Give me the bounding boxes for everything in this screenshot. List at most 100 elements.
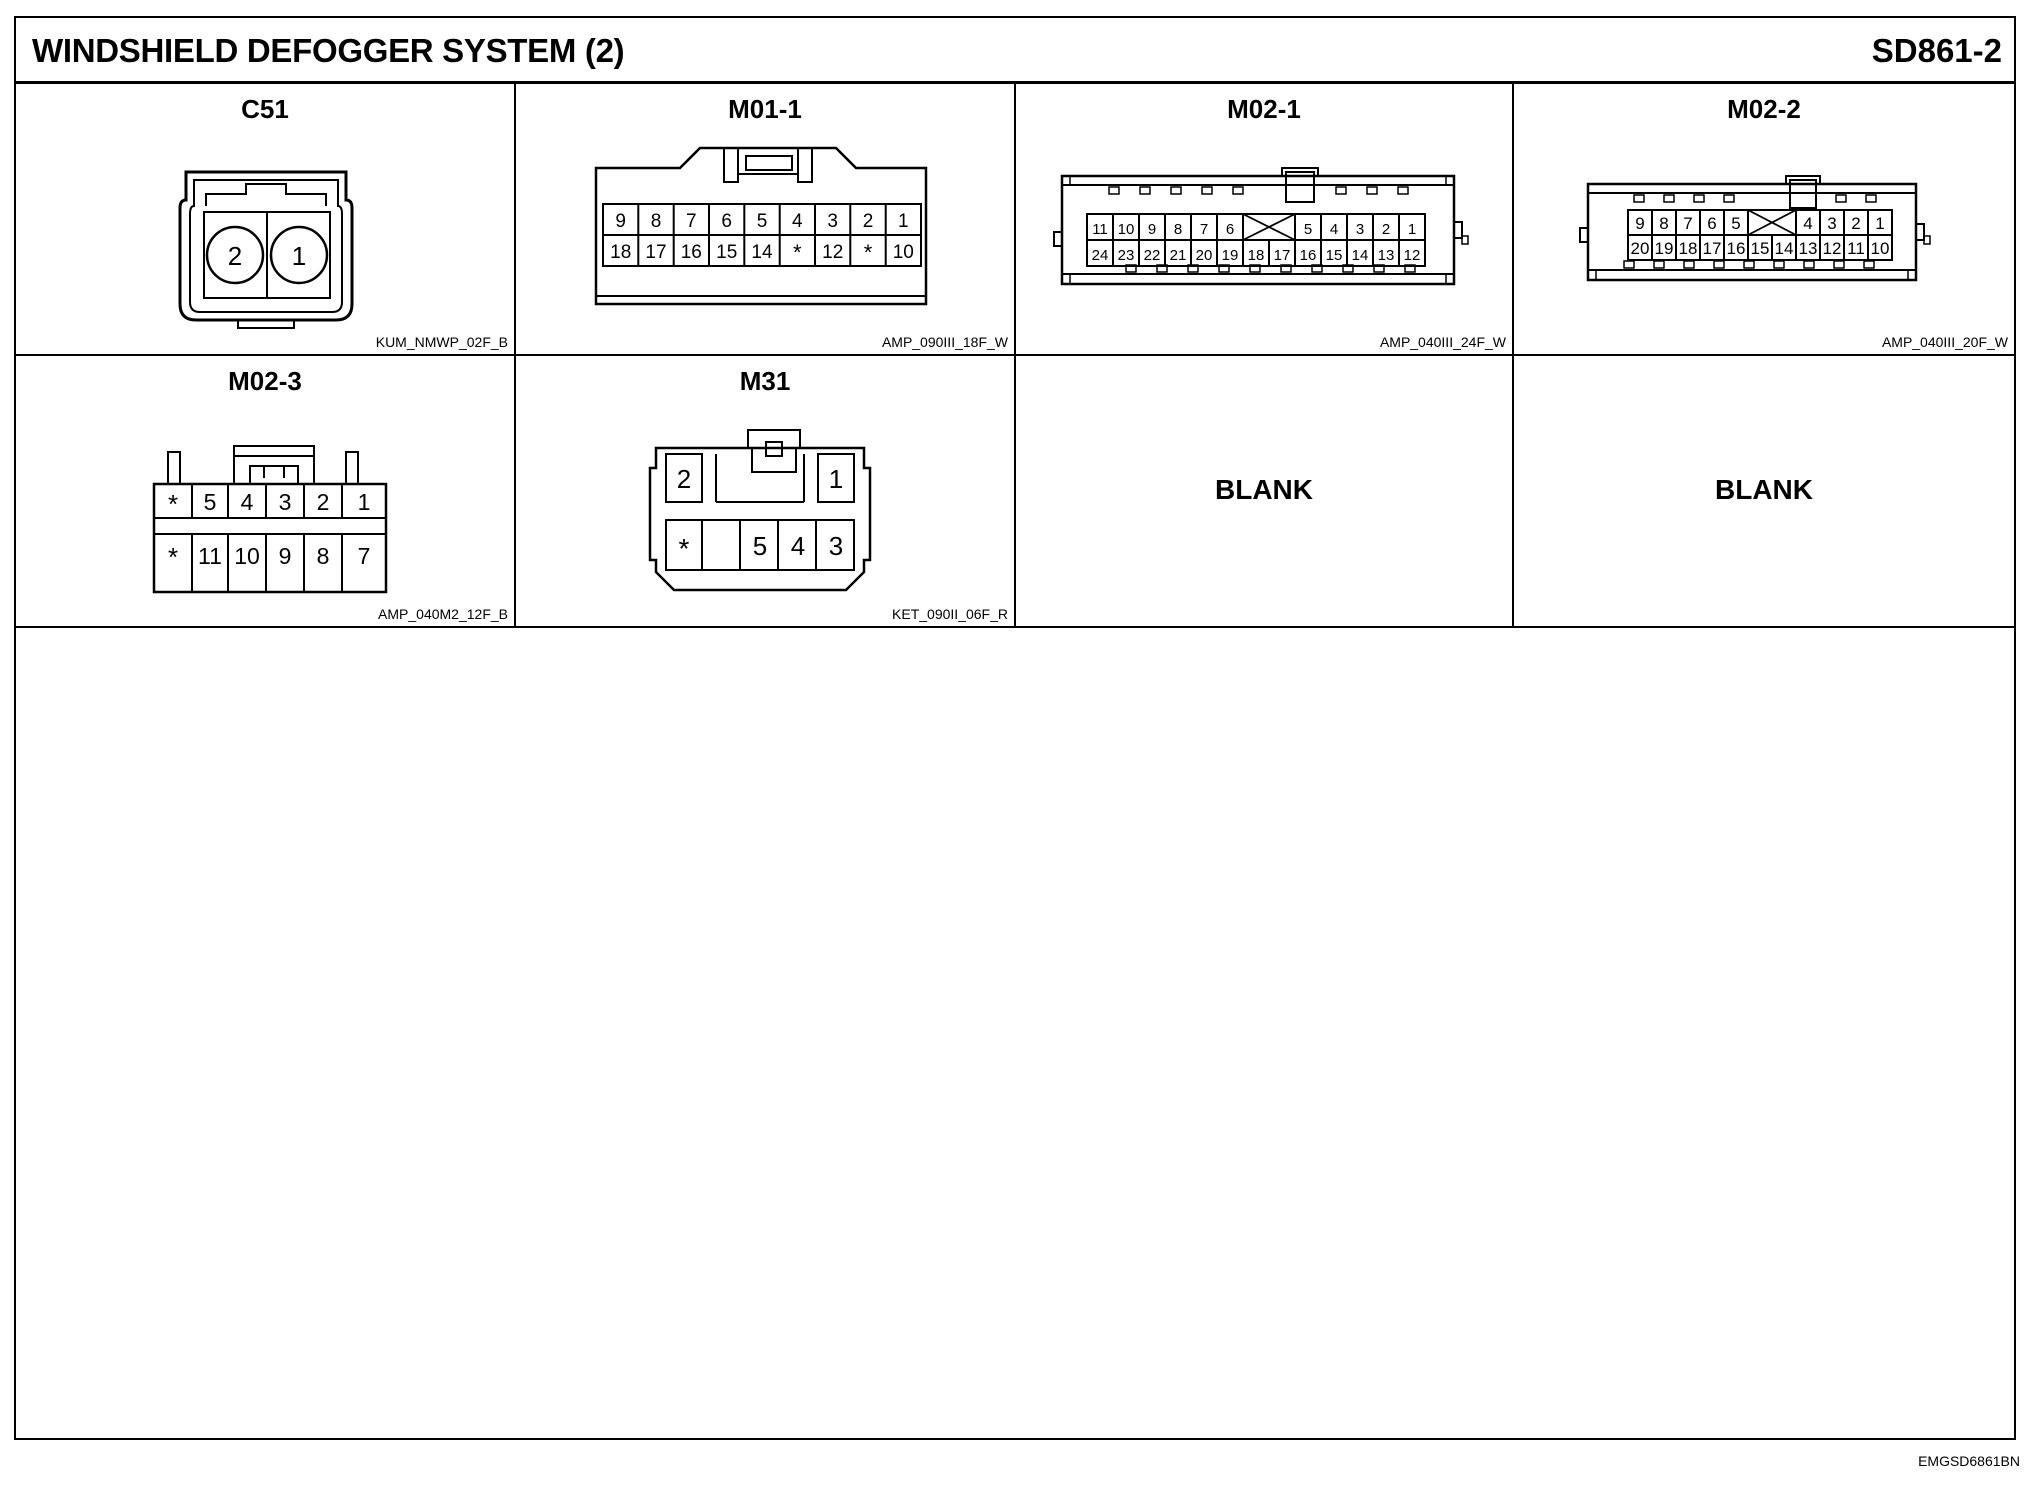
connector-id: M31 [739, 366, 791, 396]
pin-label: 14 [751, 242, 773, 263]
pin-label: 10 [1118, 221, 1135, 238]
connector-m31-drawing: 2 1 * 5 4 3 [648, 429, 872, 592]
pin-label: 5 [1304, 221, 1312, 238]
pin-label: 2 [863, 211, 874, 232]
pin-label: 12 [822, 242, 843, 263]
pin-label: * [864, 240, 873, 265]
pin-label: 12 [1404, 247, 1421, 264]
diagram-frame: WINDSHIELD DEFOGGER SYSTEM (2) SD861-2 C… [14, 16, 2016, 1440]
part-number: KUM_NMWP_02F_B [375, 334, 508, 350]
pin-label: 15 [1751, 239, 1770, 258]
connector-m01-1-drawing: 9 8 7 6 5 4 3 2 1 18 17 16 15 14 * 12 * … [594, 146, 928, 306]
pin-label: 18 [610, 242, 631, 263]
pin-label: 9 [1635, 214, 1644, 233]
pin-label: 18 [1248, 247, 1265, 264]
cell-m02-2: M02-2 [1514, 84, 2014, 356]
pin-label: 3 [827, 211, 838, 232]
part-number: AMP_040III_24F_W [1379, 334, 1506, 350]
pin-label: 2 [317, 489, 330, 515]
pin-label: 16 [681, 242, 702, 263]
pin-label: 1 [1875, 214, 1884, 233]
pin-label: 9 [615, 211, 626, 232]
pin-label: 9 [1148, 221, 1156, 238]
pin-label: 2 [1851, 214, 1860, 233]
page-title: WINDSHIELD DEFOGGER SYSTEM (2) [32, 32, 625, 69]
pin-label: 10 [893, 242, 914, 263]
cell-m02-1: M02-1 [1016, 84, 1514, 356]
pin-label: 13 [1378, 247, 1395, 264]
pin-label: 4 [1803, 214, 1812, 233]
pin-label: 12 [1823, 239, 1842, 258]
pin-label: 9 [279, 543, 292, 569]
pin-label: 7 [1200, 221, 1208, 238]
pin-label: 14 [1352, 247, 1369, 264]
part-number: KET_090II_06F_R [892, 606, 1008, 622]
pin-label: 16 [1300, 247, 1317, 264]
pin-label: 7 [358, 543, 371, 569]
pin-label: 15 [716, 242, 737, 263]
pin-label: 7 [1683, 214, 1692, 233]
pin-label: 3 [1356, 221, 1364, 238]
pin-label: 5 [204, 489, 217, 515]
pin-label: 5 [753, 531, 767, 561]
pin-label: * [793, 240, 802, 265]
pin-label: 18 [1679, 239, 1698, 258]
blank-label: BLANK [1215, 474, 1313, 505]
connector-id: M02-3 [228, 366, 302, 396]
cell-c51: C51 2 1 KUM_NMWP_02F_B [16, 84, 516, 356]
pin-label: 21 [1170, 247, 1187, 264]
connector-m02-2-drawing: 9 8 7 6 5 4 3 2 1 20 19 18 17 16 15 14 1… [1579, 175, 1931, 282]
pin-label: 2 [1382, 221, 1390, 238]
cell-blank-2: BLANK [1514, 356, 2014, 628]
pin-label: 14 [1775, 239, 1794, 258]
connector-m02-3-drawing: * 5 4 3 2 1 * 11 10 9 8 7 [152, 445, 388, 594]
pin-label: 5 [1731, 214, 1740, 233]
connector-grid: C51 2 1 KUM_NMWP_02F_B M01-1 [16, 84, 2014, 628]
pin-label: 7 [686, 211, 697, 232]
pin-label: 3 [279, 489, 292, 515]
pin-label: 11 [1092, 221, 1108, 238]
pin-label: 8 [317, 543, 330, 569]
connector-id: M02-2 [1727, 94, 1801, 124]
pin-label: 1 [292, 241, 306, 271]
pin-label: 2 [228, 241, 242, 271]
pin-label: 16 [1727, 239, 1746, 258]
cell-m31: M31 2 1 * 5 4 3 [516, 356, 1016, 628]
part-number: AMP_040III_20F_W [1881, 334, 2008, 350]
pin-label: 4 [1330, 221, 1338, 238]
pin-label: 20 [1196, 247, 1213, 264]
pin-label: 2 [677, 464, 691, 494]
pin-label: 17 [645, 242, 666, 263]
pin-label: 23 [1118, 247, 1135, 264]
pin-label: 4 [792, 211, 803, 232]
pin-label: * [168, 489, 178, 519]
pin-label: 11 [1847, 239, 1865, 258]
pin-label: 24 [1092, 247, 1109, 264]
pin-label: 15 [1326, 247, 1343, 264]
pin-label: 5 [757, 211, 768, 232]
part-number: AMP_040M2_12F_B [378, 606, 508, 622]
pin-label: 20 [1631, 239, 1650, 258]
pin-label: 6 [1226, 221, 1234, 238]
connector-c51-drawing: 2 1 [178, 170, 354, 329]
part-number: AMP_090III_18F_W [881, 334, 1008, 350]
connector-id: M02-1 [1227, 94, 1301, 124]
pin-label: 4 [241, 489, 254, 515]
cell-m01-1: M01-1 9 8 7 6 [516, 84, 1016, 356]
pin-label: 3 [829, 531, 843, 561]
pin-label: 17 [1274, 247, 1291, 264]
pin-label: 11 [198, 543, 222, 569]
pin-label: 4 [791, 531, 805, 561]
title-bar: WINDSHIELD DEFOGGER SYSTEM (2) SD861-2 [16, 18, 2014, 84]
pin-label: 6 [1707, 214, 1716, 233]
pin-label: 1 [1408, 221, 1416, 238]
page-code: SD861-2 [1871, 32, 2002, 69]
blank-label: BLANK [1715, 474, 1813, 505]
pin-label: 10 [1871, 239, 1890, 258]
pin-label: 22 [1144, 247, 1161, 264]
pin-label: 19 [1222, 247, 1239, 264]
pin-label: 6 [721, 211, 732, 232]
pin-label: * [168, 542, 178, 572]
pin-label: 1 [829, 464, 843, 494]
pin-label: 8 [1174, 221, 1182, 238]
